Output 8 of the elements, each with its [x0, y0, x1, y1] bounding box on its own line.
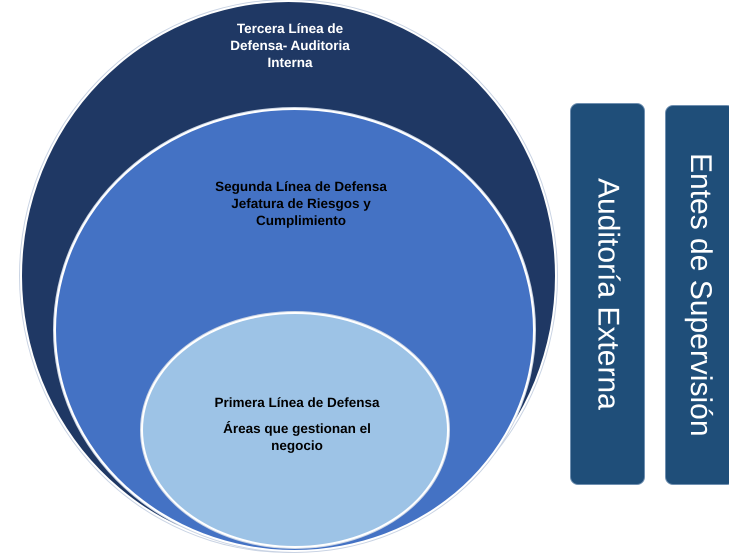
ring-title: Primera Línea de Defensa	[213, 394, 381, 411]
panel-label: Auditoría Externa	[590, 178, 624, 410]
ring-description: Áreas que gestionan el negocio	[222, 420, 372, 454]
ring-title: Segunda Línea de Defensa Jefatura de Riesgos y Cumplimiento	[214, 178, 388, 229]
panel-label: Entes de Supervisión	[683, 153, 717, 437]
vertical-panel	[665, 105, 729, 485]
ring-title: Tercera Línea de Defensa- Auditoria Interna	[230, 20, 350, 71]
vertical-panel	[570, 103, 645, 485]
